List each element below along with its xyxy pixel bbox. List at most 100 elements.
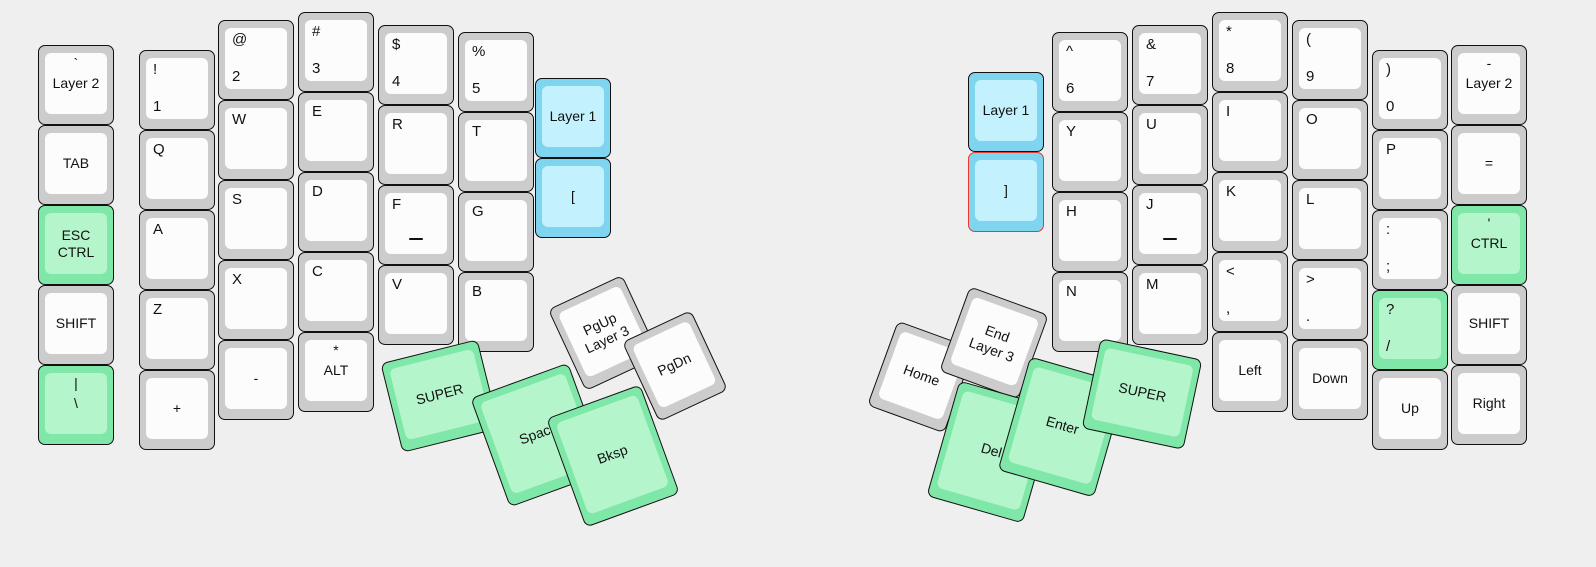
key-right-label: Right — [1472, 395, 1506, 412]
key-layer1-left[interactable]: Layer 1 — [535, 78, 611, 158]
key-s[interactable]: S — [218, 180, 294, 260]
key-d[interactable]: D — [298, 172, 374, 252]
key-alt-label: ALT — [323, 362, 349, 379]
key-super-left-label: SUPER — [414, 380, 465, 409]
key-p[interactable]: P — [1372, 130, 1448, 210]
key-6[interactable]: ^6 — [1052, 32, 1128, 112]
key-n[interactable]: N — [1052, 272, 1128, 352]
key-l[interactable]: L — [1292, 180, 1368, 260]
key-grave-layer2[interactable]: `Layer 2 — [38, 45, 114, 125]
key-w-cap: W — [225, 108, 287, 169]
key-tab[interactable]: TAB — [38, 125, 114, 205]
key-1-upper-legend: ! — [153, 61, 158, 78]
key-c-cap: C — [305, 260, 367, 321]
key-left[interactable]: Left — [1212, 332, 1288, 412]
key-period-lower-legend: . — [1306, 308, 1311, 325]
key-w[interactable]: W — [218, 100, 294, 180]
key-esc-ctrl[interactable]: ESC CTRL — [38, 205, 114, 285]
key-7-cap: &7 — [1139, 33, 1201, 94]
key-2[interactable]: @2 — [218, 20, 294, 100]
key-a[interactable]: A — [139, 210, 215, 290]
key-q[interactable]: Q — [139, 130, 215, 210]
key-home-label: Home — [901, 361, 942, 390]
key-o[interactable]: O — [1292, 100, 1368, 180]
key-pipe-backslash-top-legend: | — [74, 375, 78, 391]
key-6-cap: ^6 — [1059, 40, 1121, 101]
key-minus[interactable]: - — [218, 340, 294, 420]
key-c-upper-legend: C — [312, 263, 323, 280]
key-t-cap: T — [465, 120, 527, 181]
key-j[interactable]: J — [1132, 185, 1208, 265]
key-bracket-right[interactable]: ] — [968, 152, 1044, 232]
key-f-upper-legend: F — [392, 196, 402, 213]
key-left-cap: Left — [1219, 340, 1281, 401]
key-g[interactable]: G — [458, 192, 534, 272]
key-z[interactable]: Z — [139, 290, 215, 370]
key-right[interactable]: Right — [1451, 365, 1527, 445]
key-j-homing-bar-icon — [1163, 238, 1177, 240]
key-bracket-left[interactable]: [ — [535, 158, 611, 238]
key-y[interactable]: Y — [1052, 112, 1128, 192]
key-slash-cap: ?/ — [1379, 298, 1441, 359]
key-alt[interactable]: *ALT — [298, 332, 374, 412]
key-b-upper-legend: B — [472, 283, 483, 300]
key-9-cap: (9 — [1299, 28, 1361, 89]
key-b[interactable]: B — [458, 272, 534, 352]
key-x[interactable]: X — [218, 260, 294, 340]
key-j-upper-legend: J — [1146, 196, 1154, 213]
key-e[interactable]: E — [298, 92, 374, 172]
key-v[interactable]: V — [378, 265, 454, 345]
key-slash[interactable]: ?/ — [1372, 290, 1448, 370]
key-pipe-backslash[interactable]: |\ — [38, 365, 114, 445]
key-t[interactable]: T — [458, 112, 534, 192]
key-dash-layer2[interactable]: -Layer 2 — [1451, 45, 1527, 125]
key-a-cap: A — [146, 218, 208, 279]
key-9[interactable]: (9 — [1292, 20, 1368, 100]
key-i-cap: I — [1219, 100, 1281, 161]
key-c[interactable]: C — [298, 252, 374, 332]
key-4[interactable]: $4 — [378, 25, 454, 105]
key-u-cap: U — [1139, 113, 1201, 174]
key-shift-right-label: SHIFT — [1468, 315, 1510, 332]
key-7-lower-legend: 7 — [1146, 73, 1155, 90]
key-8[interactable]: *8 — [1212, 12, 1288, 92]
key-v-upper-legend: V — [392, 276, 403, 293]
key-r[interactable]: R — [378, 105, 454, 185]
key-shift-right-cap: SHIFT — [1458, 293, 1520, 354]
key-1[interactable]: !1 — [139, 50, 215, 130]
key-down[interactable]: Down — [1292, 340, 1368, 420]
key-dash-layer2-top-legend: - — [1486, 55, 1492, 71]
key-comma[interactable]: <, — [1212, 252, 1288, 332]
key-pipe-backslash-cap: |\ — [45, 373, 107, 434]
key-h[interactable]: H — [1052, 192, 1128, 272]
key-super-left-cap: SUPER — [389, 348, 491, 441]
key-enter-label: Enter — [1044, 413, 1081, 438]
key-shift-left[interactable]: SHIFT — [38, 285, 114, 365]
key-shift-right[interactable]: SHIFT — [1451, 285, 1527, 365]
key-layer1-right[interactable]: Layer 1 — [968, 72, 1044, 152]
key-x-upper-legend: X — [232, 271, 243, 288]
key-k[interactable]: K — [1212, 172, 1288, 252]
key-l-cap: L — [1299, 188, 1361, 249]
key-period[interactable]: >. — [1292, 260, 1368, 340]
key-5-lower-legend: 5 — [472, 80, 481, 97]
key-7[interactable]: &7 — [1132, 25, 1208, 105]
key-6-upper-legend: ^ — [1066, 43, 1074, 60]
key-u[interactable]: U — [1132, 105, 1208, 185]
key-plus[interactable]: + — [139, 370, 215, 450]
key-0[interactable]: )0 — [1372, 50, 1448, 130]
key-semicolon[interactable]: :; — [1372, 210, 1448, 290]
key-5-cap: %5 — [465, 40, 527, 101]
key-equals[interactable]: = — [1451, 125, 1527, 205]
key-m[interactable]: M — [1132, 265, 1208, 345]
key-bksp-label: Bksp — [595, 441, 630, 468]
key-3[interactable]: #3 — [298, 12, 374, 92]
key-5[interactable]: %5 — [458, 32, 534, 112]
key-semicolon-cap: :; — [1379, 218, 1441, 279]
key-period-upper-legend: > — [1306, 271, 1315, 288]
key-f[interactable]: F — [378, 185, 454, 265]
key-up-label: Up — [1401, 400, 1419, 417]
key-quote-ctrl[interactable]: 'CTRL — [1451, 205, 1527, 285]
key-up[interactable]: Up — [1372, 370, 1448, 450]
key-i[interactable]: I — [1212, 92, 1288, 172]
